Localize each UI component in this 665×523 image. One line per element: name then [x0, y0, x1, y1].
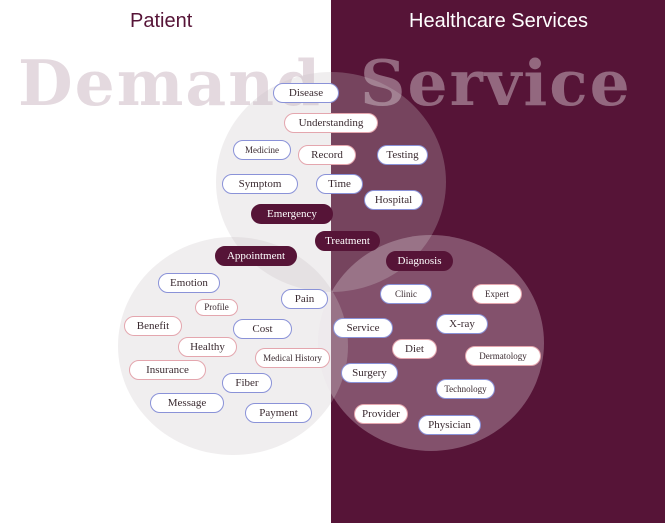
- tag-technology: Technology: [436, 379, 495, 399]
- patient-heading: Patient: [130, 10, 193, 32]
- tag-expert: Expert: [472, 284, 522, 304]
- tag-clinic: Clinic: [380, 284, 432, 304]
- tag-diagnosis: Diagnosis: [386, 251, 453, 271]
- tag-service: Service: [333, 318, 393, 338]
- tag-understanding: Understanding: [284, 113, 378, 133]
- tag-cost: Cost: [233, 319, 292, 339]
- tag-insurance: Insurance: [129, 360, 206, 380]
- tag-pain: Pain: [281, 289, 328, 309]
- tag-physician: Physician: [418, 415, 481, 435]
- tag-disease: Disease: [273, 83, 339, 103]
- tag-diet: Diet: [392, 339, 437, 359]
- tag-xray: X-ray: [436, 314, 488, 334]
- tag-testing: Testing: [377, 145, 428, 165]
- tag-benefit: Benefit: [124, 316, 182, 336]
- tag-hospital: Hospital: [364, 190, 423, 210]
- tag-symptom: Symptom: [222, 174, 298, 194]
- service-watermark: Service: [360, 46, 632, 120]
- tag-provider: Provider: [354, 404, 408, 424]
- demand-watermark: Demand: [18, 46, 323, 120]
- tag-medicine: Medicine: [233, 140, 291, 160]
- tag-emotion: Emotion: [158, 273, 220, 293]
- tag-medical-history: Medical History: [255, 348, 330, 368]
- tag-time: Time: [316, 174, 363, 194]
- tag-payment: Payment: [245, 403, 312, 423]
- tag-appointment: Appointment: [215, 246, 297, 266]
- tag-surgery: Surgery: [341, 363, 398, 383]
- tag-emergency: Emergency: [251, 204, 333, 224]
- healthcare-services-heading: Healthcare Services: [409, 10, 588, 32]
- tag-healthy: Healthy: [178, 337, 237, 357]
- tag-profile: Profile: [195, 299, 238, 316]
- tag-record: Record: [298, 145, 356, 165]
- tag-message: Message: [150, 393, 224, 413]
- tag-treatment: Treatment: [315, 231, 380, 251]
- tag-fiber: Fiber: [222, 373, 272, 393]
- tag-dermatology: Dermatology: [465, 346, 541, 366]
